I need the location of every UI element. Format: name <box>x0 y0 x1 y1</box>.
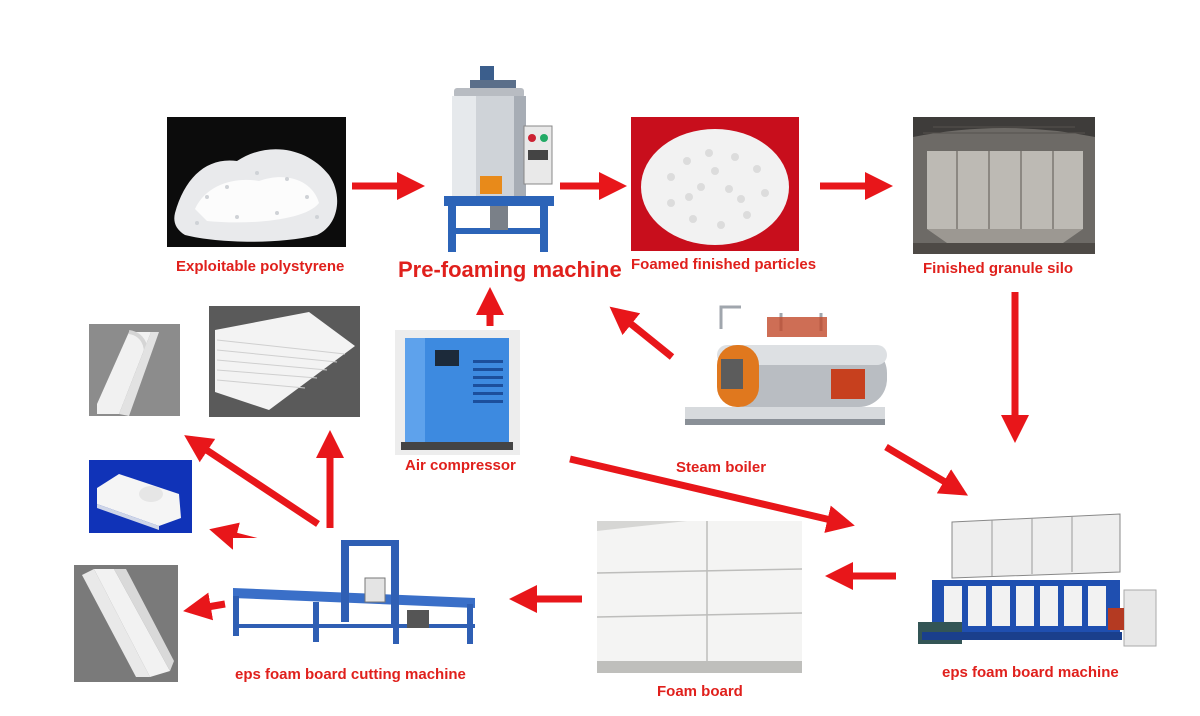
prefoaming-machine-image <box>440 66 558 256</box>
foam-board-image <box>597 521 802 673</box>
label-air-compressor: Air compressor <box>405 457 516 474</box>
board-machine-image <box>912 512 1160 660</box>
label-foam-board: Foam board <box>657 683 743 700</box>
steam-boiler-image <box>681 289 896 441</box>
label-cutting-machine: eps foam board cutting machine <box>235 666 466 683</box>
foamed-particles-image <box>631 117 799 251</box>
arrow-cutter-to-product-4 <box>183 592 226 621</box>
arrow-cutter-to-product-1 <box>184 435 320 527</box>
granule-silo-image <box>913 117 1095 254</box>
cut-product-1-image <box>89 324 180 416</box>
cut-product-4-image <box>74 565 178 682</box>
polystyrene-image <box>167 117 346 247</box>
label-board-machine: eps foam board machine <box>942 664 1119 681</box>
label-polystyrene: Exploitable polystyrene <box>176 258 345 275</box>
label-foamed-particles: Foamed finished particles <box>631 256 817 273</box>
cut-product-3-image <box>89 460 192 533</box>
label-granule-silo: Finished granule silo <box>923 260 1074 277</box>
cutting-machine-image <box>233 538 475 648</box>
label-prefoaming: Pre-foaming machine <box>398 257 622 282</box>
arrow-boiler-to-prefoaming <box>609 306 675 360</box>
label-steam-boiler: Steam boiler <box>676 459 767 476</box>
air-compressor-image <box>395 330 520 455</box>
cut-product-2-image <box>209 306 360 417</box>
arrow-boiler-to-board-machine <box>884 443 969 496</box>
